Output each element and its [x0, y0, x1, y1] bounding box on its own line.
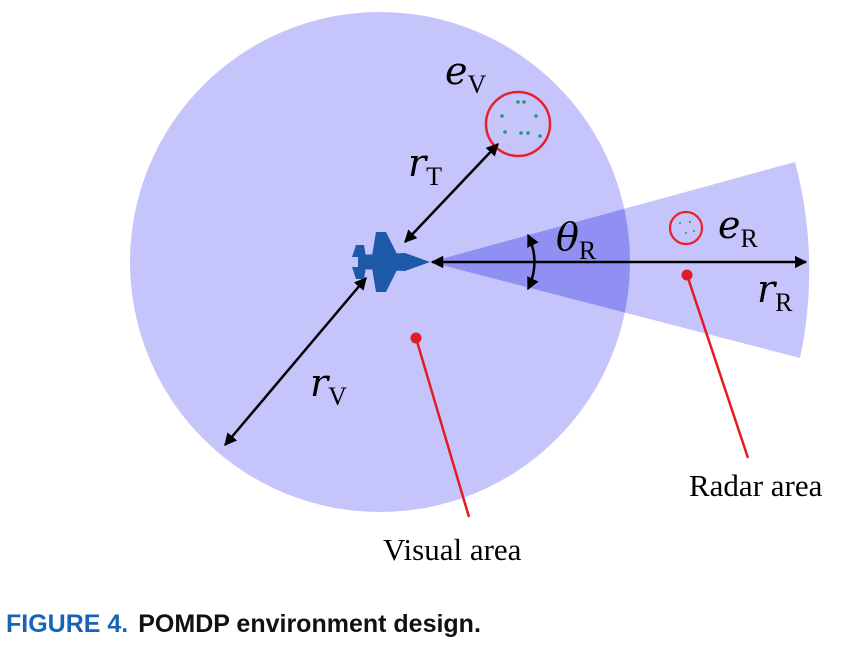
aircraft-icon — [352, 232, 430, 292]
r-v-label: rV — [310, 361, 347, 411]
target-dot — [693, 230, 695, 232]
theta-r-arc — [526, 233, 539, 291]
r-t-arrow — [404, 143, 499, 243]
aircraft-tail-upper — [352, 245, 366, 257]
r-r-label: rR — [757, 267, 793, 317]
target-dot — [679, 222, 681, 224]
radar-target-ring — [668, 210, 704, 246]
figure-number: FIGURE 4. — [6, 610, 129, 638]
target-dot — [534, 114, 538, 118]
visual-target-dots — [500, 100, 542, 138]
figure-caption: FIGURE 4. POMDP environment design. — [6, 610, 481, 639]
r-v-arrow — [224, 277, 367, 446]
visual-area-pointer — [410, 332, 471, 518]
target-dot — [526, 131, 530, 135]
target-dot — [522, 100, 526, 104]
radar-target-dots — [679, 221, 695, 234]
target-dot — [689, 221, 691, 223]
e-r-label: eR — [718, 203, 759, 253]
aircraft-wing-lower — [372, 268, 398, 292]
figure-caption-text: POMDP environment design. — [138, 610, 481, 638]
target-dot — [516, 100, 520, 104]
radar-area-label: Radar area — [689, 468, 823, 503]
aircraft-fuselage — [358, 253, 430, 271]
aircraft-tail-lower — [352, 267, 366, 279]
aircraft-wing-upper — [372, 232, 398, 256]
e-v-label: eV — [445, 49, 487, 99]
target-dot — [503, 130, 507, 134]
visual-target-ring — [484, 90, 552, 158]
visual-area-pointer-line — [414, 337, 471, 518]
radar-area-pointer-line — [685, 274, 750, 459]
pomdp-environment-diagram: eV rT θR eR rR rV Radar area Visual area — [130, 12, 823, 567]
target-dot — [685, 232, 687, 234]
target-dot — [500, 114, 504, 118]
radar-area-pointer — [681, 269, 750, 459]
theta-r-label: θR — [556, 215, 597, 265]
r-t-label: rT — [408, 141, 442, 191]
target-dot — [519, 131, 523, 135]
target-dot — [538, 134, 542, 138]
visual-area-label: Visual area — [383, 532, 522, 567]
